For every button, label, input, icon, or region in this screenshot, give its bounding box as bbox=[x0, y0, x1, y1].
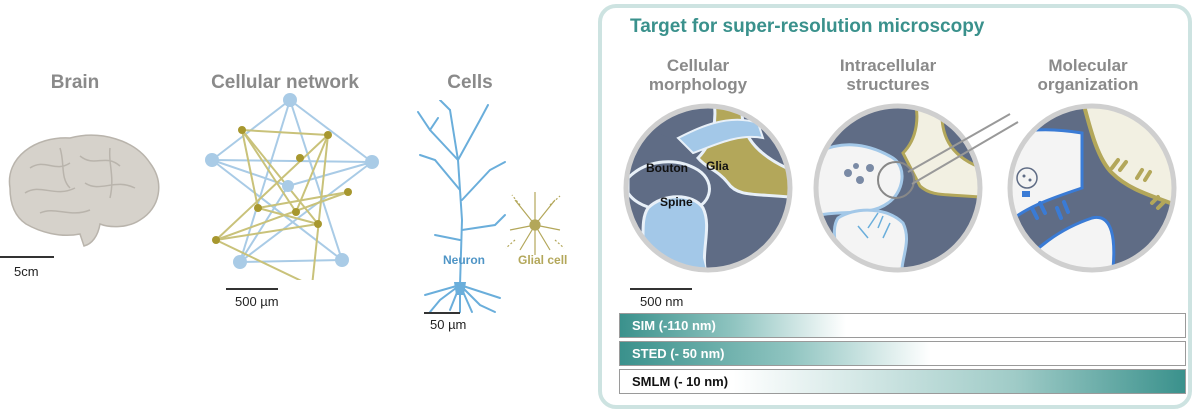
brain-illustration bbox=[8, 134, 160, 247]
smlm-bar: SMLM (- 10 nm) bbox=[619, 369, 1186, 394]
molecular-circle bbox=[1007, 103, 1177, 273]
brain-title: Brain bbox=[50, 72, 100, 93]
panel-scale-bar bbox=[630, 288, 692, 290]
column-title-line: Intracellular bbox=[839, 56, 937, 75]
column-title-intracellular: Intracellular structures bbox=[818, 56, 958, 94]
brain-scale-label: 5cm bbox=[14, 264, 39, 279]
bouton-label: Bouton bbox=[646, 161, 688, 175]
sim-bar-label: SIM (-110 nm) bbox=[632, 318, 716, 333]
column-title-line: organization bbox=[1037, 75, 1139, 94]
network-title: Cellular network bbox=[211, 72, 359, 93]
column-title-line: Molecular bbox=[1048, 56, 1128, 75]
network-scale-label: 500 µm bbox=[235, 294, 279, 309]
network-scale-bar bbox=[226, 288, 278, 290]
sted-bar-label: STED (- 50 nm) bbox=[632, 346, 725, 361]
cells-scale-bar bbox=[424, 312, 460, 314]
column-title-morphology: Cellular morphology bbox=[628, 56, 768, 94]
column-title-line: morphology bbox=[648, 75, 748, 94]
cells-scale-label: 50 µm bbox=[430, 317, 467, 332]
cells-title: Cells bbox=[447, 72, 493, 93]
brain-scale-bar bbox=[0, 256, 54, 258]
neuron-label: Neuron bbox=[443, 253, 485, 267]
smlm-bar-label: SMLM (- 10 nm) bbox=[632, 374, 729, 389]
column-title-line: Cellular bbox=[666, 56, 730, 75]
sted-bar: STED (- 50 nm) bbox=[619, 341, 1186, 366]
panel-scale-label: 500 nm bbox=[640, 294, 684, 309]
panel-title: Target for super-resolution microscopy bbox=[630, 16, 985, 37]
zoom-connector bbox=[907, 113, 1019, 185]
cells-illustration: Neuron Glial cell bbox=[417, 100, 567, 313]
glia-label: Glia bbox=[706, 159, 729, 173]
network-illustration bbox=[205, 93, 379, 280]
intracellular-circle bbox=[813, 103, 983, 273]
sim-bar: SIM (-110 nm) bbox=[619, 313, 1186, 338]
column-title-line: structures bbox=[846, 75, 930, 94]
glial-cell-label: Glial cell bbox=[518, 253, 567, 267]
morphology-circle: Bouton Glia Spine bbox=[623, 103, 793, 273]
column-title-molecular: Molecular organization bbox=[1018, 56, 1158, 94]
spine-label: Spine bbox=[660, 195, 693, 209]
